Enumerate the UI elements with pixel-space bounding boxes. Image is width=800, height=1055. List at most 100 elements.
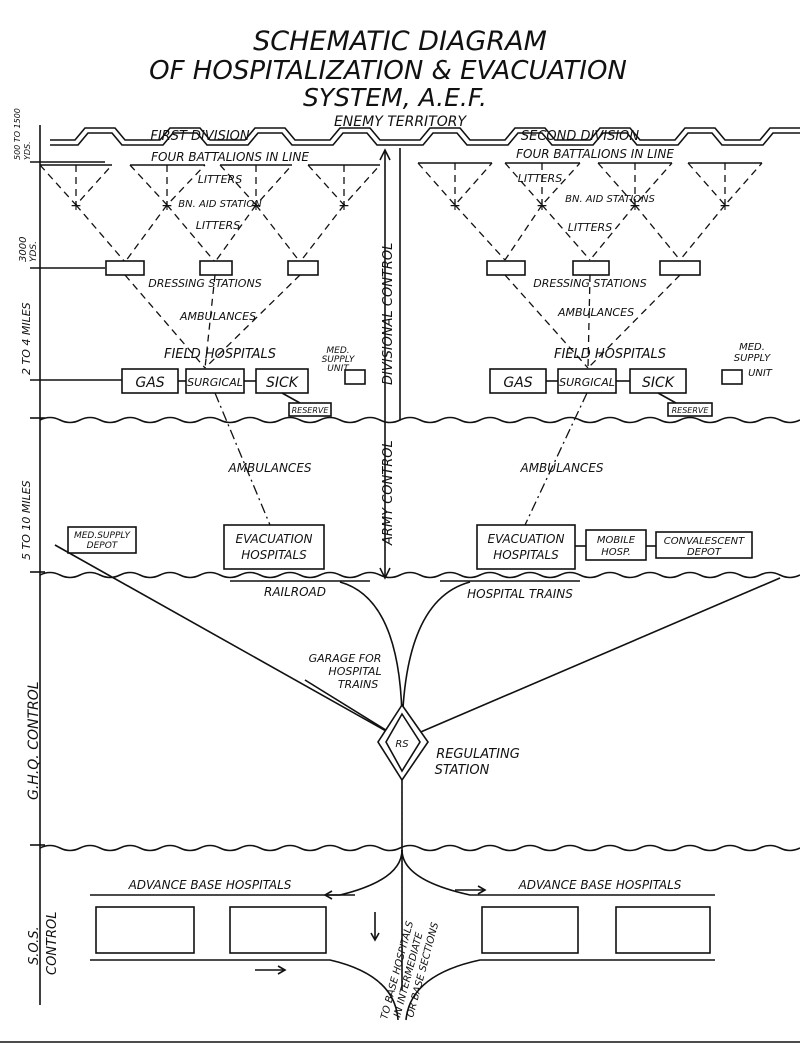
boundary-wave-3 bbox=[39, 844, 800, 852]
garage-label-1: GARAGE FOR bbox=[309, 652, 382, 665]
surgical-label-left: SURGICAL bbox=[187, 376, 243, 389]
title-line-3: SYSTEM, A.E.F. bbox=[303, 83, 487, 112]
scale-label-sos-control: CONTROL bbox=[45, 912, 60, 975]
dressing-station bbox=[105, 260, 145, 276]
scale-label-5-to-10: 5 TO 10 MILES bbox=[20, 480, 33, 560]
regulating-station-mark: RS bbox=[395, 739, 409, 750]
boundary-wave-1 bbox=[39, 416, 800, 424]
litter-route bbox=[75, 204, 345, 263]
ambulance-route-army bbox=[524, 392, 588, 526]
dressing-label-right: DRESSING STATIONS bbox=[533, 277, 646, 290]
advance-base-hospital bbox=[95, 906, 195, 954]
advance-base-label-left: ADVANCE BASE HOSPITALS bbox=[128, 878, 292, 892]
regulating-label-2: STATION bbox=[435, 763, 490, 778]
gas-box-right bbox=[489, 368, 547, 394]
supply-line: SUPPLY bbox=[322, 355, 356, 365]
connector bbox=[657, 392, 677, 404]
arrowhead bbox=[379, 567, 391, 580]
aid-station-cross: + bbox=[449, 198, 461, 214]
surgical-label-right: SURGICAL bbox=[559, 376, 615, 389]
ambulances2-label-left: AMBULANCES bbox=[227, 461, 311, 475]
boundary-wave-2 bbox=[39, 571, 800, 579]
field-hospitals-label-left: FIELD HOSPITALS bbox=[164, 347, 276, 362]
reserve-box-right bbox=[667, 402, 713, 417]
gas-label-left: GAS bbox=[135, 375, 164, 391]
title-line-2: OF HOSPITALIZATION & EVACUATION bbox=[149, 56, 627, 86]
rail-ties bbox=[339, 581, 403, 741]
evacuation-hospital-right bbox=[476, 524, 576, 570]
ambulance-route bbox=[504, 274, 681, 369]
second-division-group: FOUR BATTALIONS IN LINE + + + + LITTERS … bbox=[417, 147, 773, 570]
litters2-label-left: LITTERS bbox=[196, 219, 240, 232]
conv-label-2: DEPOT bbox=[687, 547, 722, 558]
sick-label-left: SICK bbox=[266, 375, 300, 391]
dressing-station bbox=[659, 260, 701, 276]
arrowhead bbox=[323, 890, 333, 900]
med-supply-line: MED.SUPPLY bbox=[74, 531, 132, 541]
ambulances-label-right: AMBULANCES bbox=[557, 306, 634, 319]
dressing-label-left: DRESSING STATIONS bbox=[148, 277, 261, 290]
railroad-label: RAILROAD bbox=[264, 585, 326, 599]
aid-station-label-left: BN. AID STATION bbox=[178, 199, 262, 210]
second-division-label: SECOND DIVISION bbox=[521, 129, 640, 144]
arrowhead bbox=[277, 965, 287, 975]
scale-label-500-yds: YDS. bbox=[23, 141, 32, 160]
med-supply-depot-box bbox=[67, 526, 137, 554]
dressing-station bbox=[287, 260, 319, 276]
evacuation-hospital-left bbox=[223, 524, 325, 570]
med-label-right-3: UNIT bbox=[748, 368, 773, 379]
arrowhead bbox=[379, 148, 391, 161]
scale-label-2-to-4: 2 TO 4 MILES bbox=[20, 302, 33, 375]
army-control-label: ARMY CONTROL bbox=[381, 440, 396, 546]
rail-ties bbox=[401, 581, 471, 741]
litters-label-left: LITTERS bbox=[198, 173, 242, 186]
field-hospitals-label-right: FIELD HOSPITALS bbox=[554, 347, 666, 362]
gas-label-right: GAS bbox=[503, 375, 532, 391]
med-label-right-1: MED. bbox=[739, 342, 765, 353]
advance-base-hospital bbox=[481, 906, 579, 954]
dressing-station bbox=[199, 260, 233, 276]
med-supply-unit-box bbox=[344, 369, 366, 385]
connector bbox=[281, 392, 301, 404]
convalescent-depot-box bbox=[655, 531, 753, 559]
aid-station-cross: + bbox=[70, 198, 82, 214]
mobile-label-1: MOBILE bbox=[597, 535, 636, 546]
regulating-label-1: REGULATING bbox=[436, 747, 520, 762]
title-line-1: SCHEMATIC DIAGRAM bbox=[253, 26, 547, 57]
scale-label-3000: 3000 bbox=[18, 237, 29, 262]
med-line: MED. bbox=[326, 346, 349, 356]
reserve-label-left: RESERVE bbox=[292, 406, 330, 415]
rail-segment bbox=[405, 959, 715, 1021]
rail-segment bbox=[90, 959, 399, 1021]
evac-label-left-1: EVACUATION bbox=[236, 532, 313, 546]
rail-ties bbox=[405, 959, 715, 1021]
enemy-territory-label: ENEMY TERRITORY bbox=[334, 114, 468, 130]
divisional-control-label: DIVISIONAL CONTROL bbox=[381, 243, 396, 385]
evac-label-right-2: HOSPITALS bbox=[493, 548, 559, 562]
evac-label-left-2: HOSPITALS bbox=[241, 548, 307, 562]
battalions-label-left: FOUR BATTALIONS IN LINE bbox=[151, 150, 309, 164]
mobile-label-2: HOSP. bbox=[601, 547, 631, 558]
regulating-station-diamond bbox=[377, 703, 429, 782]
dressing-station bbox=[572, 260, 610, 276]
scale-label-500: 500 TO 1500 bbox=[13, 108, 22, 160]
trench-line bbox=[50, 127, 800, 141]
trench-line-inner bbox=[50, 132, 800, 146]
gas-box-left bbox=[121, 368, 179, 394]
scale-label-3000-yds: YDS. bbox=[29, 241, 39, 262]
depot-line: DEPOT bbox=[87, 541, 119, 551]
rail-segment bbox=[401, 581, 471, 741]
reserve-box-left bbox=[288, 402, 332, 417]
ambulances-label-left: AMBULANCES bbox=[179, 310, 256, 323]
arrowhead bbox=[477, 885, 487, 895]
scale-label-ghq: G.H.Q. CONTROL bbox=[26, 681, 42, 800]
med-label-right-2: SUPPLY bbox=[734, 353, 771, 364]
hospital-trains-label: HOSPITAL TRAINS bbox=[467, 587, 573, 601]
advance-base-hospital bbox=[229, 906, 327, 954]
garage-label-2: HOSPITAL bbox=[328, 665, 381, 678]
advance-base-label-right: ADVANCE BASE HOSPITALS bbox=[518, 878, 682, 892]
garage-label-3: TRAINS bbox=[338, 678, 378, 691]
